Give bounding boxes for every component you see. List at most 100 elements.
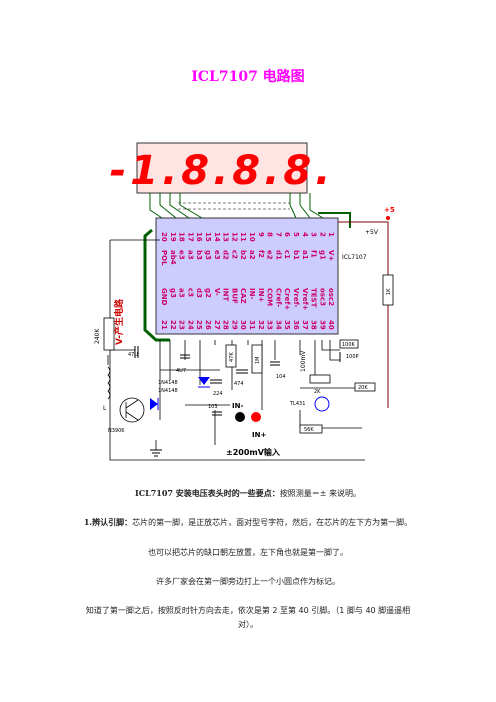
- pin-number-top: 1: [327, 232, 335, 237]
- pin-number-top: 16: [195, 232, 203, 242]
- pin-name-bottom: c3: [186, 288, 194, 297]
- pin-name-top: b3: [195, 250, 203, 260]
- text-line-2-bold: 1.辨认引脚：: [83, 517, 133, 527]
- pin-name-top: f2: [257, 250, 265, 258]
- pin-name-bottom: osc2: [327, 288, 335, 306]
- resistor-100k-label: 100K: [342, 342, 356, 348]
- pin-name-top: e3: [213, 250, 221, 260]
- pin-number-bottom: 35: [283, 320, 291, 330]
- cap-47u-label: 47U: [128, 352, 138, 358]
- pin-number-bottom: 29: [230, 320, 238, 330]
- diode-1-label: 1N4148: [158, 380, 178, 386]
- pin-number-top: 18: [178, 232, 186, 242]
- pin-number-bottom: 24: [186, 320, 194, 330]
- pin-number-top: 6: [283, 232, 291, 237]
- input-range-label: ±200mV输入: [226, 447, 280, 457]
- text-line-4: 许多厂家会在第一脚旁边打上一个小圆点作为标记。: [156, 577, 340, 586]
- pin-number-top: 2: [318, 232, 326, 237]
- pin-name-top: d2: [222, 250, 230, 260]
- pin-name-bottom: GND: [160, 288, 168, 306]
- in-minus-label: IN-: [232, 402, 243, 410]
- pin-name-top: V+: [327, 250, 335, 261]
- pin-number-bottom: 34: [274, 320, 282, 330]
- pin-number-top: 13: [222, 232, 230, 242]
- resistor-1k-label: 1K: [386, 288, 392, 295]
- display-digits: -1.8.8.8.: [110, 148, 335, 194]
- pin-number-bottom: 33: [266, 320, 274, 330]
- pin-name-bottom: Vref+: [301, 288, 309, 311]
- tl431-label: TL431: [289, 401, 305, 407]
- pin-number-top: 12: [230, 232, 238, 242]
- text-line-1-bold: ICL7107 安装电压表头时的一些要点：: [134, 488, 280, 498]
- resistor-47k-label: 47K: [229, 352, 235, 362]
- pin-number-bottom: 36: [292, 320, 300, 330]
- pin-name-top: a3: [186, 250, 194, 260]
- pin-name-top: c2: [230, 250, 238, 259]
- inductor-label: L: [103, 405, 107, 412]
- pin-number-top: 10: [248, 232, 256, 242]
- pin-name-top: f1: [310, 250, 318, 258]
- text-line-2-rest: 芯片的第一脚，是正放芯片，面对型号字符，然后，在芯片的左下方为第一脚。: [132, 518, 413, 527]
- pin-name-bottom: d3: [195, 288, 203, 298]
- pin-number-bottom: 25: [195, 320, 203, 330]
- pot-label: 2K: [314, 389, 321, 395]
- pin-number-bottom: 37: [301, 320, 309, 330]
- text-line-6: 对）。: [238, 620, 258, 629]
- cap-474-label: 474: [234, 381, 244, 387]
- pin-name-top: b2: [239, 250, 247, 260]
- pin-number-top: 14: [213, 232, 221, 242]
- in-plus-label: IN+: [252, 431, 266, 439]
- resistor-240k-label: 240K: [94, 328, 101, 344]
- pin-number-top: 9: [257, 232, 265, 237]
- pin-name-bottom: IN+: [257, 288, 265, 302]
- pin-number-top: 7: [274, 232, 282, 237]
- pin-number-bottom: 40: [327, 320, 335, 330]
- pin-number-bottom: 31: [248, 320, 256, 330]
- supply-label: +5: [384, 206, 395, 214]
- pin-number-bottom: 23: [178, 320, 186, 330]
- pin-name-bottom: INT: [222, 288, 230, 301]
- chip-name-label: ICL7107: [342, 254, 367, 261]
- page-title: ICL7107 电路图: [191, 69, 305, 85]
- pin-name-bottom: g2: [204, 288, 212, 298]
- pin-number-top: 15: [204, 232, 212, 242]
- pin-name-top: a1: [301, 250, 309, 260]
- pin-name-bottom: TEST: [310, 288, 318, 308]
- pin-name-top: d1: [274, 250, 282, 260]
- text-line-1-rest: 按照测量＝± 来说明。: [279, 489, 362, 498]
- pin-number-top: 8: [266, 232, 274, 237]
- pin-number-bottom: 39: [318, 320, 326, 330]
- text-line-1: ICL7107 安装电压表头时的一些要点：按照测量＝± 来说明。: [0, 487, 496, 500]
- icl7107-chip: [155, 217, 339, 335]
- pin-name-bottom: CAZ: [239, 288, 247, 304]
- seven-segment-display: [136, 142, 308, 194]
- pin-name-bottom: g3: [169, 288, 177, 298]
- pin-number-top: 17: [186, 232, 194, 242]
- pin-name-bottom: osc3: [318, 288, 326, 306]
- text-line-2: 1.辨认引脚：芯片的第一脚，是正放芯片，面对型号字符，然后，在芯片的左下方为第一…: [0, 516, 496, 529]
- pin-number-top: 4: [301, 232, 309, 237]
- pin-name-top: a2: [248, 250, 256, 260]
- resistor-1m-label: 1M: [255, 357, 261, 365]
- in-minus-terminal: [235, 412, 245, 422]
- resistor-56k-label: 56K: [304, 427, 314, 433]
- transistor: [119, 397, 145, 423]
- text-line-3: 也可以把芯片的缺口朝左放置，左下角也就是第一脚了。: [148, 548, 348, 557]
- pin-number-bottom: 28: [222, 320, 230, 330]
- pin-number-top: 20: [160, 232, 168, 242]
- diode-2-label: 1N4148: [158, 388, 178, 394]
- pin-number-top: 11: [239, 232, 247, 242]
- pin-name-bottom: V-: [213, 288, 221, 296]
- text-line-5: 知道了第一脚之后，按照反时针方向去走，依次是第 2 至第 40 引脚。（1 脚与…: [85, 606, 411, 615]
- in-plus-terminal: [251, 412, 261, 422]
- pin-number-bottom: 27: [213, 320, 221, 330]
- pin-name-top: b1: [292, 250, 300, 260]
- pin-name-bottom: Cref+: [283, 288, 291, 310]
- pin-name-bottom: BUF: [230, 288, 238, 304]
- pin-number-top: 19: [169, 232, 177, 242]
- pin-name-top: c1: [283, 250, 291, 259]
- pin-name-top: e2: [266, 250, 274, 260]
- pin-number-bottom: 32: [257, 320, 265, 330]
- pin-name-bottom: IN-: [248, 288, 256, 299]
- resistor-20k-label: 20K: [358, 385, 368, 391]
